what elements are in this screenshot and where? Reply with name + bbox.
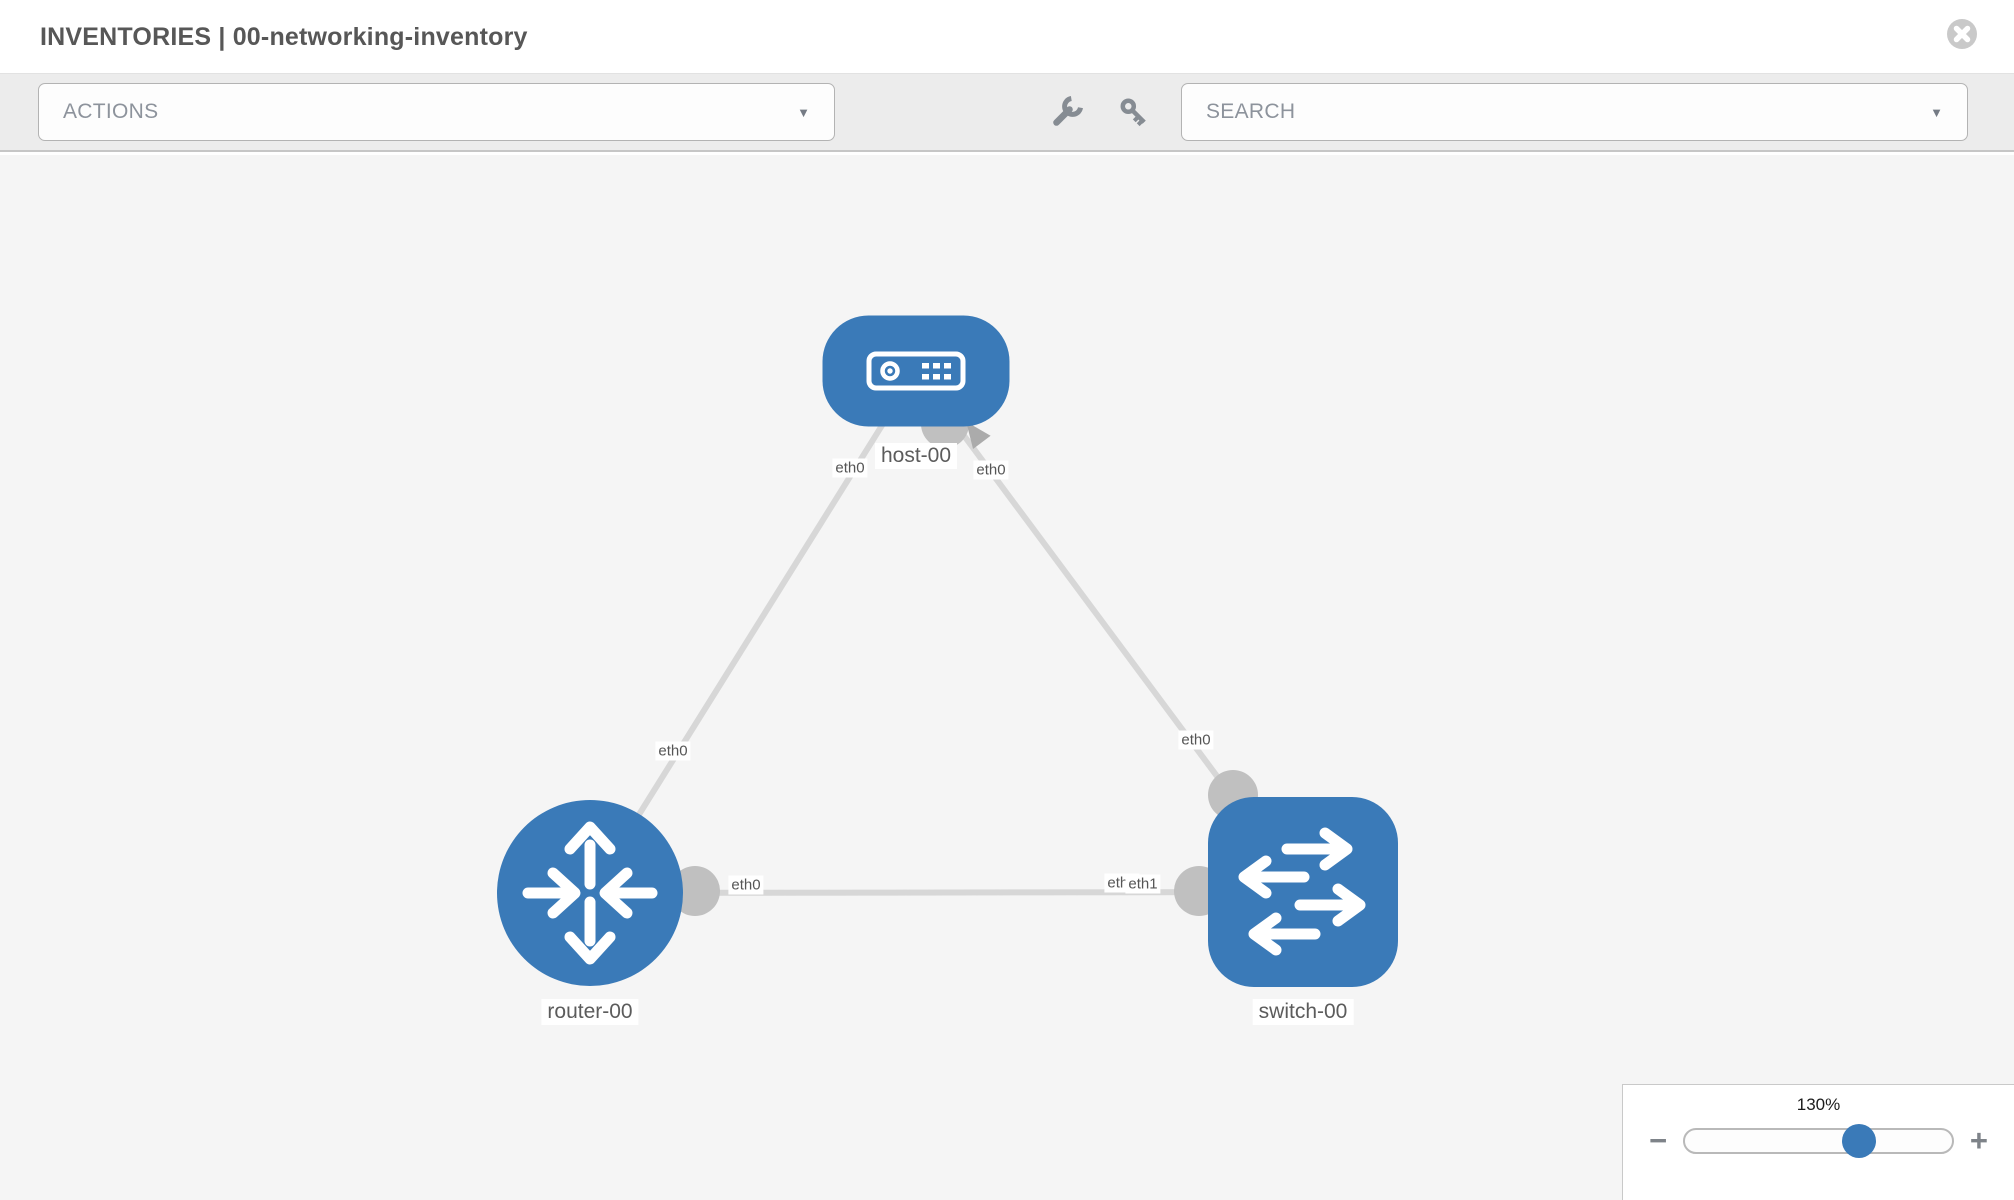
search-dropdown[interactable]: SEARCH ▼: [1181, 83, 1968, 141]
link-host-00--router-00: [587, 369, 919, 895]
zoom-slider-track[interactable]: [1683, 1124, 1954, 1158]
host-icon: [866, 351, 966, 391]
node-router-00[interactable]: [497, 800, 683, 986]
topology-svg: [497, 315, 1398, 987]
search-placeholder: SEARCH: [1206, 100, 1296, 123]
toolbar: ACTIONS ▼ SEARCH ▼: [0, 74, 2014, 152]
zoom-slider-knob[interactable]: [1841, 1124, 1876, 1158]
close-icon: [1947, 19, 1977, 49]
close-button[interactable]: [1944, 16, 1980, 52]
zoom-in-button[interactable]: +: [1969, 1123, 1988, 1158]
zoom-out-button[interactable]: −: [1649, 1123, 1668, 1158]
wrench-icon: [1053, 96, 1083, 126]
zoom-level-label: 130%: [1796, 1095, 1841, 1114]
node-switch-00[interactable]: [1208, 797, 1398, 987]
node-host-00[interactable]: [822, 315, 1010, 427]
router-icon: [522, 821, 658, 965]
link-arrowhead-icon: [966, 421, 991, 450]
actions-dropdown-label: ACTIONS: [63, 100, 159, 123]
page-title: INVENTORIES | 00-networking-inventory: [40, 23, 528, 51]
chevron-down-icon: ▼: [797, 104, 810, 120]
switch-icon: [1238, 827, 1366, 956]
header: INVENTORIES | 00-networking-inventory: [0, 0, 2014, 74]
key-icon: [1120, 98, 1146, 127]
connection-port: [670, 866, 720, 916]
tools-button[interactable]: [1048, 95, 1084, 131]
chevron-down-icon: ▼: [1930, 104, 1943, 120]
credentials-button[interactable]: [1117, 95, 1153, 131]
actions-dropdown[interactable]: ACTIONS ▼: [38, 83, 835, 141]
zoom-panel: 130% − +: [1622, 1084, 2014, 1200]
